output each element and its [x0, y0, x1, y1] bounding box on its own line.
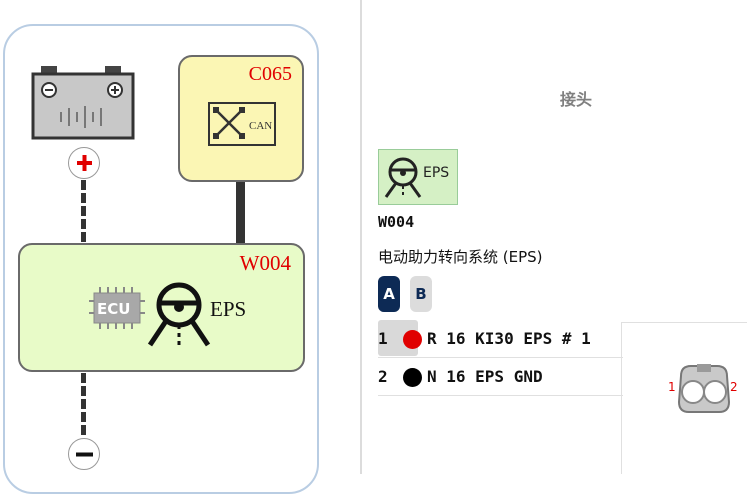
can-icon-label: CAN: [249, 120, 272, 132]
panel-divider: [360, 0, 362, 474]
power-wire[interactable]: [81, 180, 86, 242]
can-module-c065[interactable]: C065 CAN: [178, 55, 304, 182]
wire-color-dot: [403, 368, 422, 387]
tab-connector-b[interactable]: B: [410, 276, 432, 312]
connector-housing-icon[interactable]: [675, 362, 733, 414]
pinout-label-1: 1: [668, 380, 676, 394]
connector-icon-label: EPS: [423, 165, 450, 181]
negative-terminal-icon[interactable]: [68, 438, 100, 470]
connector-description: 电动助力转向系统 (EPS): [378, 248, 543, 266]
can-module-code: C065: [248, 63, 292, 85]
eps-module-code: W004: [239, 251, 291, 275]
pin-number: 2: [378, 367, 388, 386]
ecu-chip-icon: ECU: [89, 287, 145, 329]
connector-pinout-frame: [621, 322, 747, 474]
battery-icon[interactable]: [31, 62, 137, 142]
connector-code: W004: [378, 213, 415, 231]
connector-icon-button[interactable]: EPS: [378, 149, 458, 205]
pin-row-2[interactable]: 2 N 16 EPS GND: [378, 358, 623, 396]
pin-number: 1: [378, 329, 388, 348]
can-bus-wire[interactable]: [236, 182, 245, 244]
eps-module-w004[interactable]: W004 ECU EPS: [18, 243, 305, 372]
ground-wire[interactable]: [81, 373, 86, 435]
eps-label: EPS: [210, 297, 247, 321]
can-network-icon: CAN: [208, 102, 276, 146]
steering-wheel-icon: [384, 157, 422, 198]
pin-description: R 16 KI30 EPS # 1: [427, 329, 591, 348]
positive-terminal-icon[interactable]: [68, 147, 100, 179]
pinout-label-2: 2: [730, 380, 738, 394]
wire-color-dot: [403, 330, 422, 349]
pin-row-1[interactable]: 1 R 16 KI30 EPS # 1: [378, 320, 623, 358]
tab-connector-a[interactable]: A: [378, 276, 400, 312]
steering-wheel-icon: [147, 282, 211, 347]
pin-description: N 16 EPS GND: [427, 367, 543, 386]
ecu-label: ECU: [97, 300, 130, 318]
connector-panel-title: 接头: [560, 90, 593, 109]
